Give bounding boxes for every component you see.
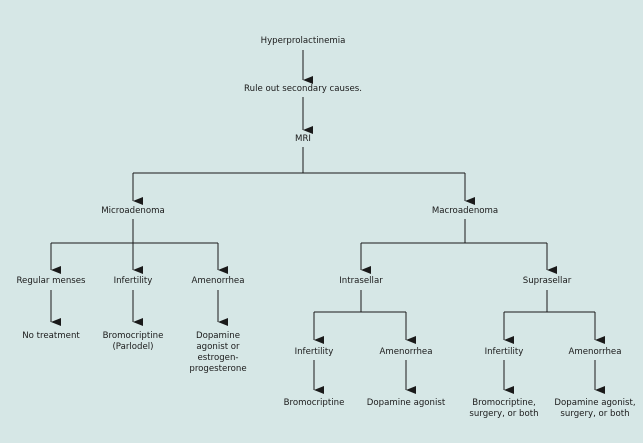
node-micro-amenorrhea: Amenorrhea: [183, 276, 253, 287]
node-intra-dopamine-agonist: Dopamine agonist: [356, 398, 456, 409]
node-rule-out-label: Rule out secondary causes.: [244, 84, 362, 94]
node-macroadenoma: Macroadenoma: [425, 206, 505, 217]
node-rule-out-secondary-causes: Rule out secondary causes.: [223, 84, 383, 95]
node-supra-amenorrhea-tx-line-2: surgery, or both: [560, 409, 630, 419]
node-intrasellar: Intrasellar: [326, 276, 396, 287]
node-bromocriptine-parlodel: Bromocriptine (Parlodel): [98, 331, 168, 353]
node-suprasellar-label: Suprasellar: [522, 276, 572, 286]
node-micro-amenorrhea-label: Amenorrhea: [191, 276, 245, 286]
node-regular-menses: Regular menses: [11, 276, 91, 287]
node-suprasellar: Suprasellar: [512, 276, 582, 287]
node-microadenoma: Microadenoma: [93, 206, 173, 217]
node-supra-infertility-label: Infertility: [484, 347, 524, 357]
node-microadenoma-label: Microadenoma: [101, 206, 165, 216]
node-hyperprolactinemia: Hyperprolactinemia: [243, 36, 363, 47]
node-bromocriptine-line-1: Bromocriptine: [102, 331, 164, 341]
node-intra-bromocriptine-label: Bromocriptine: [283, 398, 345, 408]
node-supra-infertility-tx-line-1: Bromocriptine,: [472, 398, 536, 408]
node-dopamine-line-2: agonist or: [196, 342, 240, 352]
node-supra-infertility: Infertility: [474, 347, 534, 358]
node-mri-label: MRI: [295, 134, 311, 144]
node-supra-dopamine-surgery: Dopamine agonist, surgery, or both: [550, 398, 640, 420]
node-dopamine-line-1: Dopamine: [195, 331, 241, 341]
node-bromocriptine-line-2: (Parlodel): [112, 342, 154, 352]
node-supra-bromocriptine-surgery: Bromocriptine, surgery, or both: [459, 398, 549, 420]
node-dopamine-line-4: progesterone: [189, 364, 247, 374]
node-intrasellar-label: Intrasellar: [339, 276, 383, 286]
node-dopamine-or-estrogen: Dopamine agonist or estrogen- progestero…: [183, 331, 253, 375]
node-intra-infertility-label: Infertility: [294, 347, 334, 357]
node-regular-menses-label: Regular menses: [16, 276, 86, 286]
node-macroadenoma-label: Macroadenoma: [431, 206, 499, 216]
node-micro-infertility: Infertility: [103, 276, 163, 287]
node-intra-infertility: Infertility: [284, 347, 344, 358]
node-supra-infertility-tx-line-2: surgery, or both: [469, 409, 539, 419]
node-mri: MRI: [273, 134, 333, 145]
node-intra-bromocriptine: Bromocriptine: [274, 398, 354, 409]
node-intra-amenorrhea: Amenorrhea: [371, 347, 441, 358]
node-no-treatment-label: No treatment: [22, 331, 80, 341]
node-micro-infertility-label: Infertility: [113, 276, 153, 286]
node-intra-amenorrhea-label: Amenorrhea: [379, 347, 433, 357]
node-dopamine-line-3: estrogen-: [197, 353, 239, 363]
node-hyperprolactinemia-label: Hyperprolactinemia: [260, 36, 346, 46]
node-supra-amenorrhea-tx-line-1: Dopamine agonist,: [554, 398, 636, 408]
node-supra-amenorrhea-label: Amenorrhea: [568, 347, 622, 357]
node-supra-amenorrhea: Amenorrhea: [560, 347, 630, 358]
node-no-treatment: No treatment: [11, 331, 91, 342]
node-intra-dopamine-agonist-label: Dopamine agonist: [366, 398, 446, 408]
